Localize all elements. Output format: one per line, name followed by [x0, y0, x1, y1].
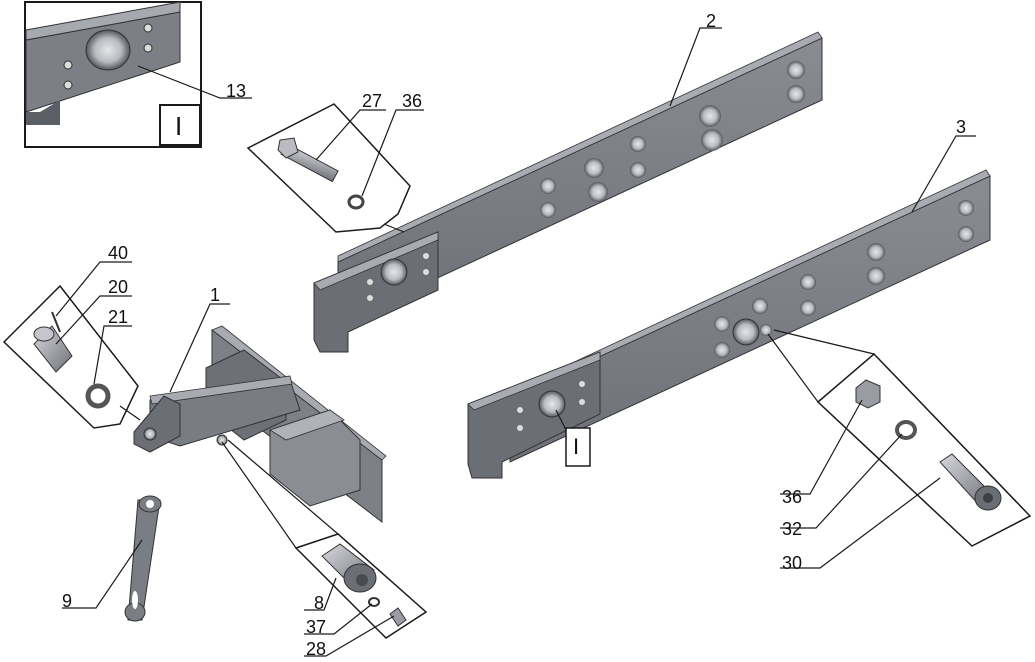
- part-9-link: [124, 495, 162, 622]
- callout-box-pin-40-20-21: [2, 284, 141, 429]
- callout-box-pin-8-37-28: [221, 439, 428, 639]
- detail-marker-inset: I: [175, 111, 183, 141]
- callout-13: 13: [226, 81, 247, 101]
- detail-view-i: [24, 1, 202, 148]
- callout-30: 30: [782, 553, 803, 573]
- part-2-frame-upper: [313, 31, 823, 353]
- callout-2: 2: [706, 11, 717, 31]
- callout-37: 37: [306, 617, 327, 637]
- callout-9: 9: [62, 591, 73, 611]
- callout-box-fasteners-36-32-30: [767, 329, 1032, 547]
- callout-28: 28: [306, 639, 327, 659]
- callout-40: 40: [108, 243, 129, 263]
- callout-20: 20: [108, 277, 129, 297]
- leader-lines: [55, 27, 976, 657]
- callout-21: 21: [108, 307, 129, 327]
- callout-27: 27: [362, 91, 383, 111]
- callout-1: 1: [210, 285, 221, 305]
- callout-8: 8: [314, 593, 325, 613]
- detail-marker-frame: I: [573, 434, 580, 459]
- callout-32: 32: [782, 519, 803, 539]
- callout-36-upper: 36: [402, 91, 423, 111]
- part-3-frame-lower: [467, 169, 991, 479]
- callout-3: 3: [956, 117, 967, 137]
- callout-36-lower: 36: [782, 487, 803, 507]
- callout-box-bolt-27-36: [246, 103, 411, 233]
- part-1-hitch-bracket: [133, 325, 387, 524]
